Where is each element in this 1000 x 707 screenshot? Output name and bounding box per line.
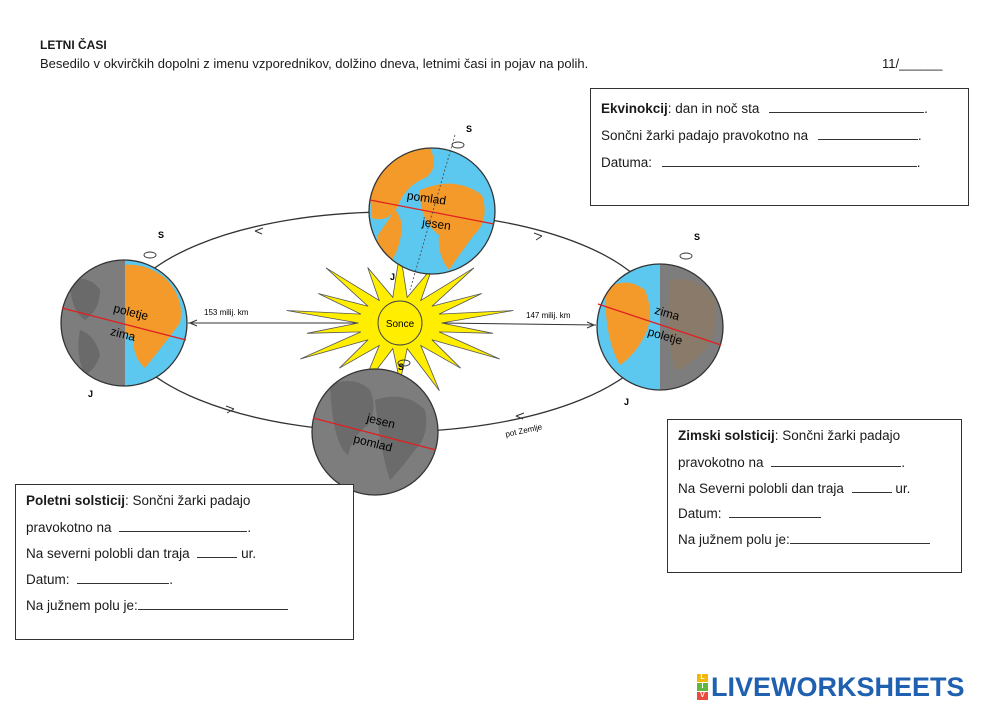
pole-north-left: S <box>158 230 164 240</box>
earth-left <box>60 259 188 387</box>
sun-label: Sonce <box>386 319 415 330</box>
pole-north-right: S <box>694 232 700 242</box>
winter-blank-parallel[interactable] <box>771 454 902 467</box>
earth-top <box>368 134 496 291</box>
winter-blank-hours[interactable] <box>851 480 892 493</box>
liveworksheets-logo: L I V LIVEWORKSHEETS <box>697 672 965 702</box>
pole-south-left: J <box>88 389 93 399</box>
equinox-line1-text: : dan in noč sta <box>667 101 760 116</box>
pole-south-top: J <box>390 272 395 282</box>
distance-lines <box>188 319 597 329</box>
pole-north-top: S <box>466 124 472 134</box>
summer-blank-southpole[interactable] <box>137 597 288 610</box>
distance-near-label: 147 milij. km <box>526 311 571 320</box>
winter-solstice-box: Zimski solsticij: Sončni žarki padajo pr… <box>667 419 962 573</box>
earth-bottom <box>311 368 439 496</box>
summer-solstice-box: Poletni solsticij: Sončni žarki padajo p… <box>15 484 354 640</box>
equinox-heading: Ekvinokcij <box>601 101 668 116</box>
earth-right <box>596 263 724 391</box>
rotation-arrows <box>143 141 693 367</box>
earth-bottom-season-top: jesen <box>364 411 396 432</box>
summer-blank-date[interactable] <box>77 571 170 584</box>
logo-text: LIVEWORKSHEETS <box>711 671 965 702</box>
orbit-label: pot Zemlje <box>505 422 544 439</box>
pole-south-right: J <box>624 397 629 407</box>
sun-core <box>377 300 423 346</box>
equinox-box: Ekvinokcij: dan in noč sta . Sončni žark… <box>590 88 969 206</box>
summer-blank-parallel[interactable] <box>119 519 248 532</box>
orbit-arrows <box>225 227 543 420</box>
page-title: LETNI ČASI <box>40 38 107 52</box>
score-field[interactable]: 11/______ <box>882 56 943 71</box>
earth-left-season-bottom: zima <box>109 324 137 344</box>
equinox-blank-parallel[interactable] <box>817 127 918 140</box>
distance-far-label: 153 milij. km <box>204 308 249 317</box>
earth-right-season-top: zima <box>653 303 682 324</box>
logo-squares-icon: L I V <box>697 674 708 700</box>
equinox-line2-text: Sončni žarki padajo pravokotno na <box>601 128 809 143</box>
winter-blank-date[interactable] <box>729 505 822 518</box>
earth-top-season-top: pomlad <box>406 188 447 207</box>
earth-top-season-bottom: jesen <box>420 215 451 233</box>
equinox-blank-dates[interactable] <box>661 154 917 167</box>
instruction-text: Besedilo v okvirčkih dopolni z imenu vzp… <box>40 56 589 71</box>
winter-blank-southpole[interactable] <box>789 531 930 544</box>
equinox-blank-daynight[interactable] <box>769 100 925 113</box>
summer-blank-hours[interactable] <box>197 545 238 558</box>
pole-north-bottom: S <box>398 362 404 372</box>
winter-heading: Zimski solsticij <box>678 428 775 443</box>
equinox-line3-text: Datuma: <box>601 155 653 170</box>
summer-heading: Poletni solsticij <box>26 493 126 508</box>
